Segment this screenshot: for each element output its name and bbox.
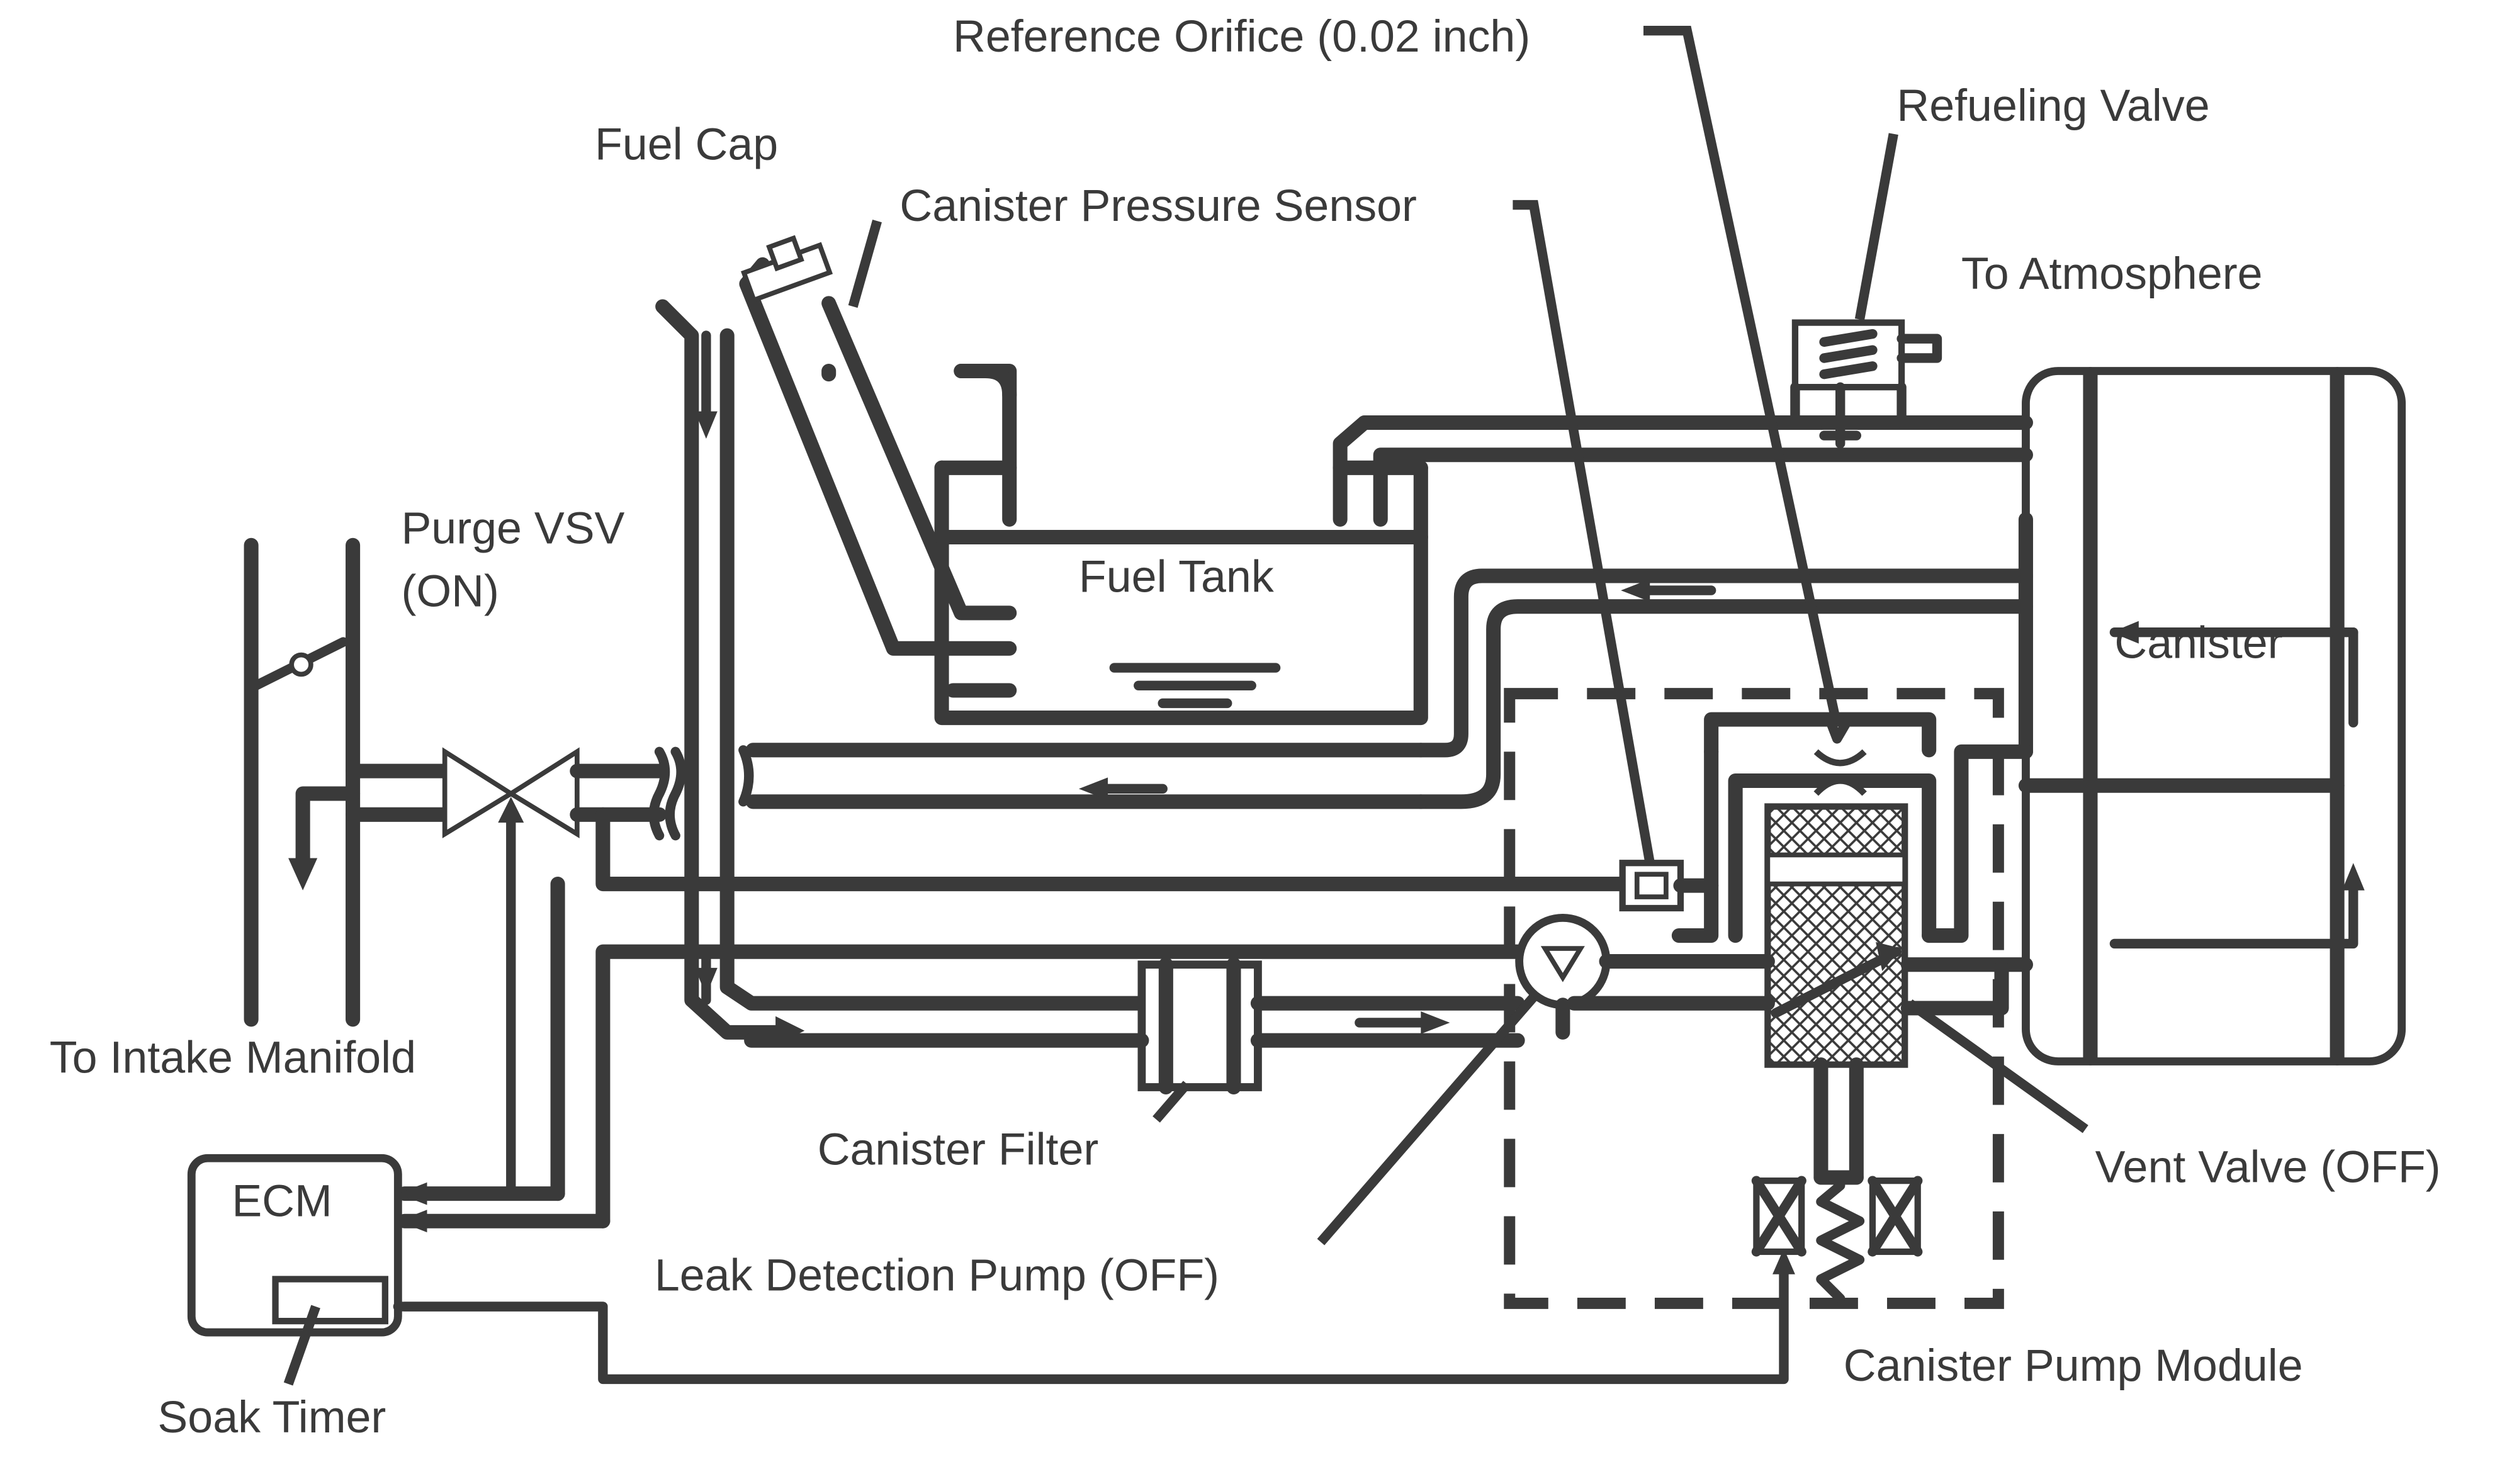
label-vent-valve: Vent Valve (OFF): [2095, 1142, 2441, 1193]
label-canister: Canister: [2114, 618, 2282, 668]
label-canister-pressure-sensor: Canister Pressure Sensor: [899, 181, 1416, 231]
ecm-box: [187, 1154, 1795, 1385]
intake-manifold: [244, 537, 361, 1027]
vapor-lines: [397, 299, 1630, 1228]
label-fuel-cap: Fuel Cap: [595, 120, 778, 170]
purge-vsv: [346, 746, 686, 1199]
fuel-tank: [821, 363, 2033, 726]
canister-pump-module: [1504, 688, 2004, 1309]
labels: Reference Orifice (0.02 inch) Refueling …: [50, 11, 2441, 1442]
label-reference-orifice: Reference Orifice (0.02 inch): [953, 11, 1530, 62]
label-refueling-valve: Refueling Valve: [1896, 81, 2209, 131]
label-to-atmosphere: To Atmosphere: [1961, 249, 2263, 299]
label-to-intake-manifold: To Intake Manifold: [50, 1032, 416, 1082]
label-purge-vsv-state: (ON): [401, 566, 499, 617]
label-ecm: ECM: [232, 1176, 332, 1227]
label-canister-pump-module: Canister Pump Module: [1844, 1341, 2303, 1391]
canister-filter: [744, 957, 1525, 1095]
refueling-valve: [1790, 319, 1942, 449]
leader-lines: [283, 26, 2088, 1386]
label-soak-timer: Soak Timer: [157, 1392, 386, 1442]
label-purge-vsv: Purge VSV: [401, 503, 624, 554]
label-leak-detection-pump: Leak Detection Pump (OFF): [655, 1250, 1219, 1300]
label-fuel-tank: Fuel Tank: [1079, 552, 1274, 602]
fuel-inlet-pipe: [739, 235, 1017, 698]
label-canister-filter: Canister Filter: [818, 1125, 1099, 1175]
